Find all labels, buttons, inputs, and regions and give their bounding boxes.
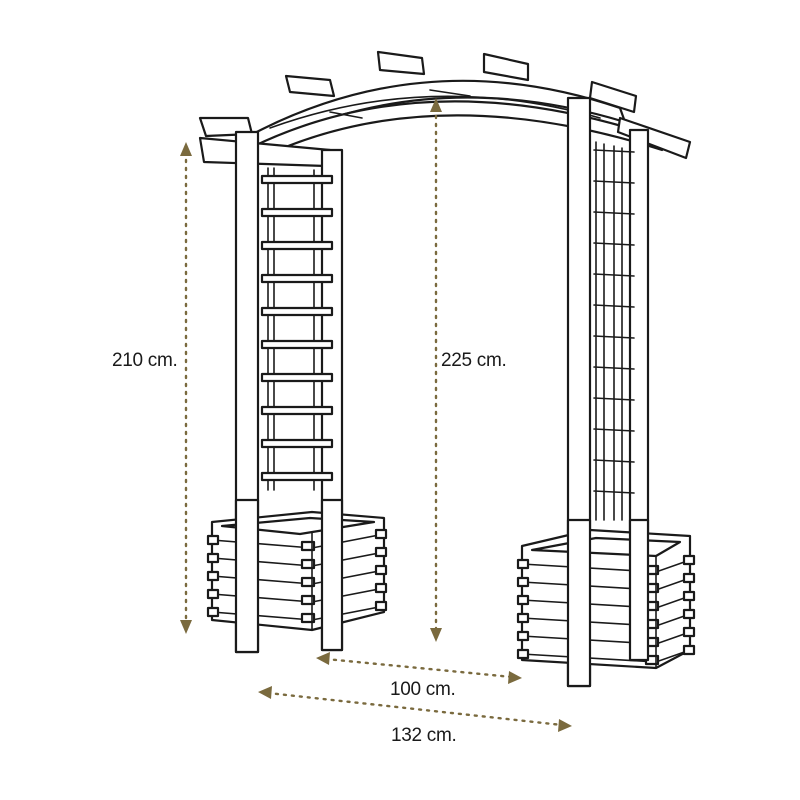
left-trellis-rung [260, 471, 334, 482]
right-planter-board-end [516, 576, 530, 588]
right-trellis-rung [593, 490, 635, 494]
left-planter-board-end [374, 528, 388, 540]
right-trellis-rung [593, 304, 635, 308]
dimension-total-width [258, 686, 572, 732]
left-trellis-rung [260, 207, 334, 218]
right-planter-board-end [516, 594, 530, 606]
left-trellis-rung [260, 405, 334, 416]
right-planter-board-end [516, 612, 530, 624]
inner-width-label: 100 cm. [390, 679, 456, 700]
right-trellis-rung [593, 242, 635, 246]
right-trellis-rung [593, 273, 635, 277]
left-planter-board-end [374, 546, 388, 558]
left-planter [206, 510, 388, 632]
left-trellis-rung [260, 438, 334, 449]
left-trellis-rung [260, 372, 334, 383]
right-trellis-rung [593, 459, 635, 463]
right-trellis-rung [593, 366, 635, 370]
total-width-label: 132 cm. [391, 725, 457, 746]
left-planter-board-end [374, 600, 388, 612]
right-planter-board-end [516, 648, 530, 660]
right-trellis [593, 141, 635, 521]
left-planter-board-end [374, 564, 388, 576]
right-trellis-rung [593, 180, 635, 184]
right-planter-board-end [682, 608, 696, 620]
right-trellis-rung [593, 211, 635, 215]
right-planter-board-end [682, 554, 696, 566]
dimension-inner-width [316, 652, 522, 684]
right-planter-board-end [682, 572, 696, 584]
total-height-label: 225 cm. [441, 350, 507, 371]
right-trellis-rung [593, 428, 635, 432]
right-planter-board-end [682, 644, 696, 656]
right-planter-board-end [682, 590, 696, 602]
left-trellis-rung [260, 339, 334, 350]
right-trellis-rung [593, 397, 635, 401]
left-trellis-rung [260, 306, 334, 317]
right-trellis-rung [593, 335, 635, 339]
right-planter-board-end [682, 626, 696, 638]
left-planter-board-end [206, 534, 220, 546]
left-planter-board-end [300, 540, 316, 552]
right-posts-front [566, 518, 650, 688]
left-planter-board-end [300, 576, 316, 588]
left-planter-board-end [206, 606, 220, 618]
left-planter-board-end [206, 588, 220, 600]
left-planter-board-end [206, 552, 220, 564]
post-height-label: 210 cm. [112, 350, 178, 371]
right-planter-board-end [516, 558, 530, 570]
left-planter-board-end [300, 558, 316, 570]
dimension-post-height [180, 142, 192, 634]
roof-arch [198, 50, 692, 168]
left-planter-board-end [206, 570, 220, 582]
left-planter-board-end [374, 582, 388, 594]
dimension-total-height [430, 98, 442, 642]
left-trellis [260, 167, 334, 491]
right-planter [516, 528, 696, 670]
left-trellis-rung [260, 273, 334, 284]
right-trellis-rung [593, 149, 635, 153]
left-trellis-rung [260, 174, 334, 185]
right-planter-board-end [516, 630, 530, 642]
left-posts-front [234, 498, 344, 654]
left-trellis-rung [260, 240, 334, 251]
left-planter-board-end [300, 594, 316, 606]
left-planter-board-end [300, 612, 316, 624]
